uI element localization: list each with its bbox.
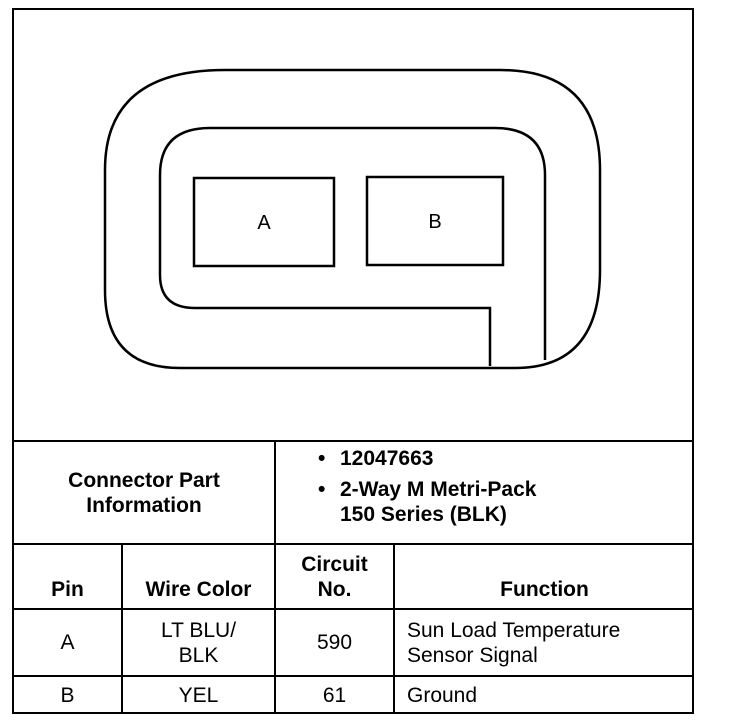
row-a-circuit-text: 590 xyxy=(316,631,353,654)
row-b-function: Ground xyxy=(407,677,692,714)
row-a-pin-text: A xyxy=(60,631,75,654)
row-a-wire-color: LT BLU/ BLK xyxy=(123,610,274,675)
table-top-border xyxy=(12,440,694,442)
pin-cavity-b xyxy=(365,175,505,267)
column-divider-1 xyxy=(121,543,123,714)
header-function: Function xyxy=(395,545,694,608)
bullet-icon: • xyxy=(318,478,326,501)
bullet-icon: • xyxy=(318,447,326,470)
row-b-circuit-text: 61 xyxy=(322,684,347,707)
description-line2: 150 Series (BLK) xyxy=(340,503,507,526)
row-a-pin: A xyxy=(14,610,121,675)
row-b-pin-text: B xyxy=(60,684,75,707)
row-a-function: Sun Load Temperature Sensor Signal xyxy=(407,610,692,675)
header-circuit-no: Circuit No. xyxy=(276,545,393,608)
row-a-wire-line1: LT BLU/ xyxy=(160,618,237,642)
pin-label-b: B xyxy=(428,211,441,233)
row-b-wire-color: YEL xyxy=(123,677,274,714)
row-b-function-text: Ground xyxy=(407,684,478,707)
column-divider-2 xyxy=(274,543,276,714)
row-a-circuit: 590 xyxy=(276,610,393,675)
connector-face-drawing: A B xyxy=(103,68,602,370)
table-divider-columns xyxy=(12,608,694,610)
table-divider-row xyxy=(12,675,694,677)
header-pin: Pin xyxy=(14,545,121,608)
connector-description: 2-Way M Metri-Pack 150 Series (BLK) xyxy=(340,477,536,527)
header-wire-color: Wire Color xyxy=(123,545,274,608)
row-a-function-line2: Sensor Signal xyxy=(407,643,538,667)
part-info-label-line2: Information xyxy=(86,493,202,517)
table-divider-header xyxy=(12,543,694,545)
header-circuit-line1: Circuit xyxy=(301,552,368,576)
header-wire-color-text: Wire Color xyxy=(145,578,252,601)
pin-label-a: A xyxy=(257,212,271,234)
part-info-label-line1: Connector Part xyxy=(68,468,220,492)
description-line1: 2-Way M Metri-Pack xyxy=(340,478,537,501)
connector-inner-cavity xyxy=(158,126,547,366)
row-b-circuit: 61 xyxy=(276,677,393,714)
part-info-divider xyxy=(274,440,276,544)
pin-cavity-a xyxy=(192,176,336,268)
row-a-wire-line2: BLK xyxy=(178,643,219,667)
header-function-text: Function xyxy=(500,578,589,601)
column-divider-3 xyxy=(393,543,395,714)
part-info-details: • 12047663 • 2-Way M Metri-Pack 150 Seri… xyxy=(318,446,688,542)
connector-outer-shell xyxy=(103,68,602,370)
part-info-label: Connector Part Information xyxy=(14,442,274,543)
row-b-wire-text: YEL xyxy=(178,684,219,707)
header-circuit-line2: No. xyxy=(317,577,352,601)
header-pin-text: Pin xyxy=(51,578,84,601)
diagram-frame xyxy=(12,8,694,714)
part-number: 12047663 xyxy=(340,447,434,470)
row-b-pin: B xyxy=(14,677,121,714)
row-a-function-line1: Sun Load Temperature xyxy=(407,618,621,642)
